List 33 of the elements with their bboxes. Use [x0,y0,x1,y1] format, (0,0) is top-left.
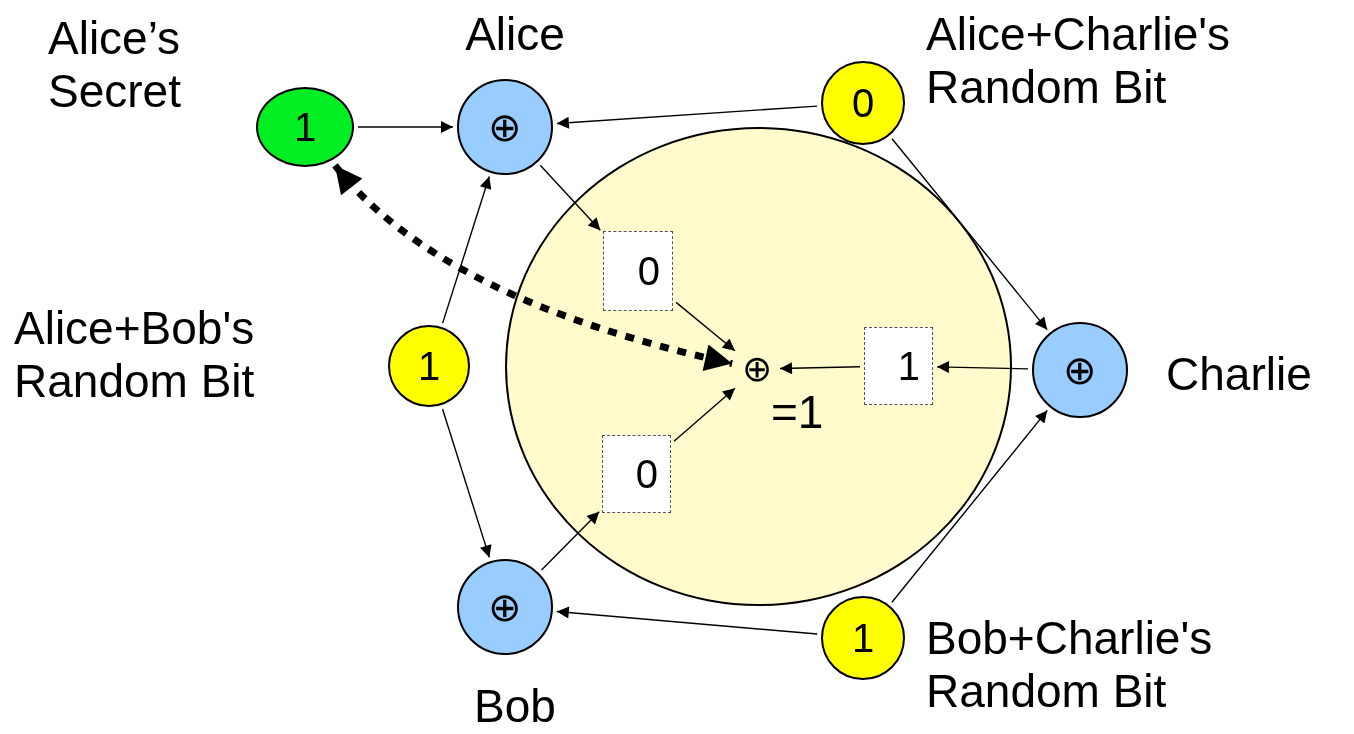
arrow [556,105,818,129]
value-box: 0 [602,435,671,513]
result-label: =1 [771,386,825,439]
arrow [891,138,1048,331]
node-caption: Bob+Charlie's Random Bit [926,612,1214,718]
arrow [936,361,1029,374]
random-bit-circle: 0 [821,61,905,145]
node-caption: Charlie [1166,348,1313,401]
arrow [675,301,736,352]
xor-node-circle: ⊕ [1032,322,1128,418]
arrow [673,387,736,442]
arrow [539,164,601,231]
node-caption: Alice+Bob's Random Bit [14,302,256,408]
node-caption: Alice’s Secret [48,12,182,118]
arrow [779,362,861,375]
arrow [540,511,600,571]
xor-node-circle: ⊕ [457,559,553,655]
value-box: 0 [603,231,673,311]
node-caption: Alice [464,8,566,61]
random-bit-circle: 1 [388,325,470,407]
arrow [441,408,492,559]
arrow [441,175,492,324]
secret-circle: 1 [256,87,354,167]
arrow [556,606,818,635]
dotted-double-arrow [332,163,733,371]
value-box: 1 [864,327,933,405]
node-caption: Alice+Charlie's Random Bit [926,8,1232,114]
xor-node-circle: ⊕ [457,79,553,175]
random-bit-circle: 1 [821,596,905,680]
xor-symbol: ⊕ [738,349,776,389]
node-caption: Bob [473,680,557,733]
arrow [891,409,1048,603]
arrow [357,121,454,133]
